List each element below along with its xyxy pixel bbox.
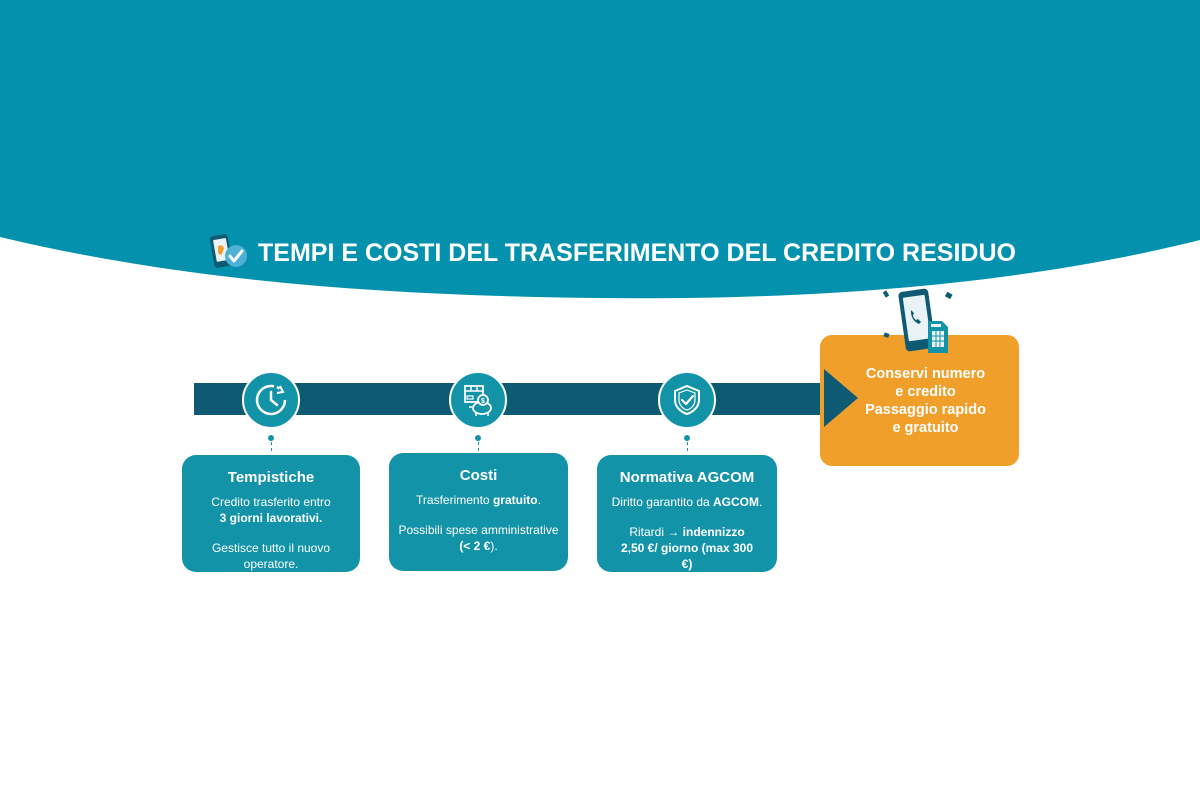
step-2-text-2: Possibili spese amministrative (< 2 €). — [398, 523, 559, 553]
step-3-connector-line — [687, 442, 689, 451]
header-title-row: TEMPI E COSTI DEL TRASFERIMENTO DEL CRED… — [208, 232, 1016, 274]
clock-icon — [255, 384, 287, 416]
step-3-icon-circle — [658, 371, 716, 429]
step-3-text-2: Ritardi → indennizzo 2,50 €/ giorno (max… — [620, 525, 754, 571]
svg-text:$: $ — [481, 398, 485, 405]
result-line-1: Conservi numero — [865, 365, 986, 382]
step-1-icon-circle — [242, 371, 300, 429]
phone-sim-icon — [876, 285, 966, 357]
step-3-title: Normativa AGCOM — [619, 469, 755, 486]
shield-check-icon — [674, 384, 700, 416]
step-2-card: Costi Trasferimento gratuito. Possibili … — [389, 453, 568, 571]
result-line-3: Passaggio rapido — [865, 401, 986, 418]
phone-check-icon — [208, 232, 252, 274]
step-1-connector-dot — [268, 435, 274, 441]
step-3-connector-dot — [684, 435, 690, 441]
result-line-2: e credito — [895, 383, 956, 400]
page-title: TEMPI E COSTI DEL TRASFERIMENTO DEL CRED… — [258, 238, 1016, 267]
step-2-text-1: Trasferimento gratuito. — [416, 493, 541, 507]
step-3-card: Normativa AGCOM Diritto garantito da AGC… — [597, 455, 777, 572]
step-1-connector-line — [271, 442, 273, 451]
step-1-text-2: Gestisce tutto il nuovo operatore. — [211, 541, 331, 571]
step-1-text-1: Credito trasferito entro 3 giorni lavora… — [211, 495, 331, 525]
header-wave-background — [0, 0, 1200, 299]
step-2-title: Costi — [459, 467, 498, 484]
step-1-card: Tempistiche Credito trasferito entro 3 g… — [182, 455, 360, 572]
step-2-icon-circle: $ — [449, 371, 507, 429]
result-box: Conservi numero e credito Passaggio rapi… — [820, 335, 1019, 466]
step-1-title: Tempistiche — [227, 469, 315, 486]
step-2-connector-dot — [475, 435, 481, 441]
box-piggy-bank-icon: $ — [464, 385, 492, 416]
step-3-text-1: Diritto garantito da AGCOM. — [611, 495, 763, 509]
result-line-4: e gratuito — [892, 419, 959, 436]
step-2-connector-line — [478, 442, 480, 451]
